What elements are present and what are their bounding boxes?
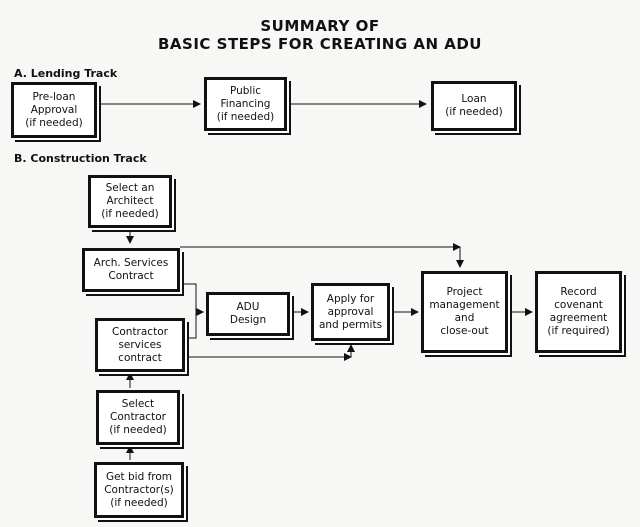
project-management-label: Project management and close-out xyxy=(429,286,500,337)
get-bid-box: Get bid from Contractor(s) (if needed) xyxy=(94,462,184,518)
record-covenant-label: Record covenant agreement (if required) xyxy=(547,286,610,337)
get-bid-label: Get bid from Contractor(s) (if needed) xyxy=(104,470,174,509)
apply-approval-box: Apply for approval and permits xyxy=(311,283,390,341)
record-covenant-box: Record covenant agreement (if required) xyxy=(535,271,622,353)
adu-design-box: ADU Design xyxy=(206,292,290,336)
arrow-arch-contract-to-design xyxy=(180,283,204,316)
public-financing-box: Public Financing (if needed) xyxy=(204,77,287,131)
lending-track-heading: A. Lending Track xyxy=(14,67,118,80)
project-management-box: Project management and close-out xyxy=(421,271,508,353)
preloan-approval-box: Pre-loan Approval (if needed) xyxy=(11,82,97,138)
select-architect-box: Select an Architect (if needed) xyxy=(88,175,172,228)
loan-box: Loan (if needed) xyxy=(431,81,517,131)
select-contractor-label: Select Contractor (if needed) xyxy=(109,398,167,436)
arrow-contractor-to-design xyxy=(185,308,204,339)
apply-approval-label: Apply for approval and permits xyxy=(318,292,383,331)
adu-design-label: ADU Design xyxy=(229,301,267,326)
construction-track-heading: B. Construction Track xyxy=(14,152,147,165)
diagram-title-line2: BASIC STEPS FOR CREATING AN ADU xyxy=(157,35,482,53)
arch-services-contract-box: Arch. Services Contract xyxy=(82,248,180,292)
public-financing-label: Public Financing (if needed) xyxy=(216,84,275,123)
loan-label: Loan (if needed) xyxy=(445,93,503,118)
arch-services-contract-label: Arch. Services Contract xyxy=(93,257,169,282)
select-contractor-box: Select Contractor (if needed) xyxy=(96,390,180,445)
diagram-title-line1: SUMMARY OF xyxy=(260,17,380,35)
contractor-services-contract-box: Contractor services contract xyxy=(95,318,185,372)
preloan-approval-label: Pre-loan Approval (if needed) xyxy=(25,90,83,129)
select-architect-label: Select an Architect (if needed) xyxy=(101,182,159,220)
contractor-services-contract-label: Contractor services contract xyxy=(112,325,168,364)
